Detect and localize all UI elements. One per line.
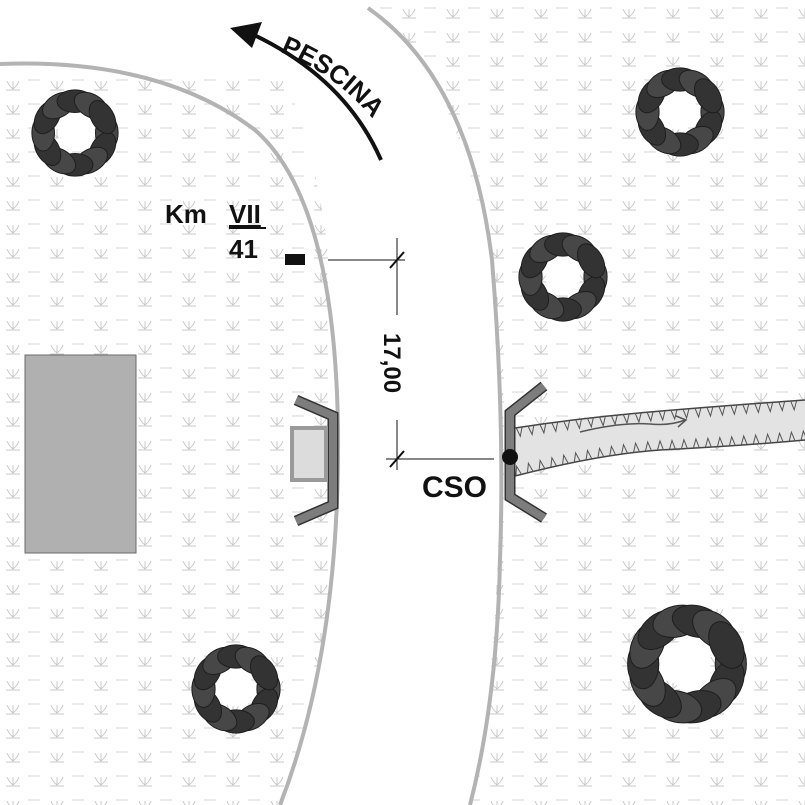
km-number: 41 [229,234,258,264]
dimension-label: 17,00 [378,333,405,393]
flow-direction-arrow [579,419,686,433]
road-edge-right [366,6,504,805]
headwall-left [290,394,339,527]
tree-1 [31,89,119,177]
tree-3 [518,232,608,322]
direction-arrow [230,22,383,161]
kilometer-marker [285,254,305,265]
km-roman: VII [229,199,261,229]
road-edge-left [0,61,341,805]
drainage-channel [514,399,805,477]
outfall-label: CSO [422,471,487,504]
tree-4 [191,644,281,734]
dimension-line [328,238,494,470]
km-prefix: Km [165,199,207,229]
tree-2 [635,67,725,157]
building [24,354,137,554]
tree-5 [627,604,747,724]
outfall-point [502,449,518,465]
